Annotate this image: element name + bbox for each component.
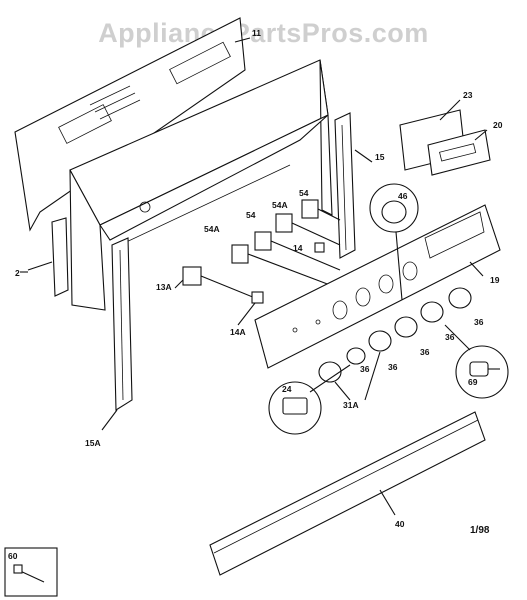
knob-36-b [420,301,444,323]
side-rail-15 [334,112,373,259]
clock-display-20 [427,129,491,176]
callout-54a-b: 54A [272,200,288,210]
callout-31a: 31A [343,400,359,410]
callout-13a: 13A [156,282,172,292]
callout-69: 69 [468,377,478,387]
callout-36-a: 36 [474,317,484,327]
callout-36-c: 36 [420,347,430,357]
main-frame [69,59,333,311]
callout-20: 20 [493,120,503,130]
callout-15a: 15A [85,438,101,448]
date-code: 1/98 [470,525,490,536]
part-14 [314,242,325,253]
knob-36-e [318,361,342,383]
knob-36-c [394,316,418,338]
side-rail-15a [101,237,133,431]
callout-23: 23 [463,90,473,100]
leader-31a [334,351,381,401]
callout-60: 60 [8,551,18,561]
callout-15: 15 [375,152,385,162]
watermark: AppliancePartsPros.com [98,18,429,48]
control-panel-19 [254,204,501,369]
knob-31a [346,347,366,365]
callout-54-a: 54 [246,210,256,220]
leader-14a [237,302,256,326]
switch-54a-b [231,244,331,286]
part-14a [251,291,264,304]
switch-54-a [301,199,341,221]
callout-14a: 14A [230,327,246,337]
screw-60-box [4,547,58,597]
side-bracket-2 [27,217,69,297]
knob-36-d [368,330,392,352]
callout-36-b: 36 [445,332,455,342]
callout-19: 19 [490,275,500,285]
callout-46: 46 [398,191,408,201]
leader-13a [174,279,184,289]
callout-2: 2 [15,268,20,278]
callout-40: 40 [395,519,405,529]
callout-14: 14 [293,243,303,253]
callout-24: 24 [282,384,292,394]
callout-36-d: 36 [388,362,398,372]
leader-19 [469,261,484,277]
detail-circle-46 [369,183,419,301]
part-13a [182,266,261,301]
leader-20 [474,129,488,141]
callout-54a-a: 54A [204,224,220,234]
lower-trim-40 [209,411,486,576]
switch-54a-a [275,213,341,246]
leader-11 [234,37,251,43]
callout-54-b: 54 [299,188,309,198]
callout-11: 11 [252,28,261,38]
callout-36-e: 36 [360,364,370,374]
leader-23 [439,99,461,121]
detail-circle-24 [268,364,351,435]
knob-36-a [448,287,472,309]
switch-54-b [254,231,341,271]
detail-circle-69 [444,324,509,399]
